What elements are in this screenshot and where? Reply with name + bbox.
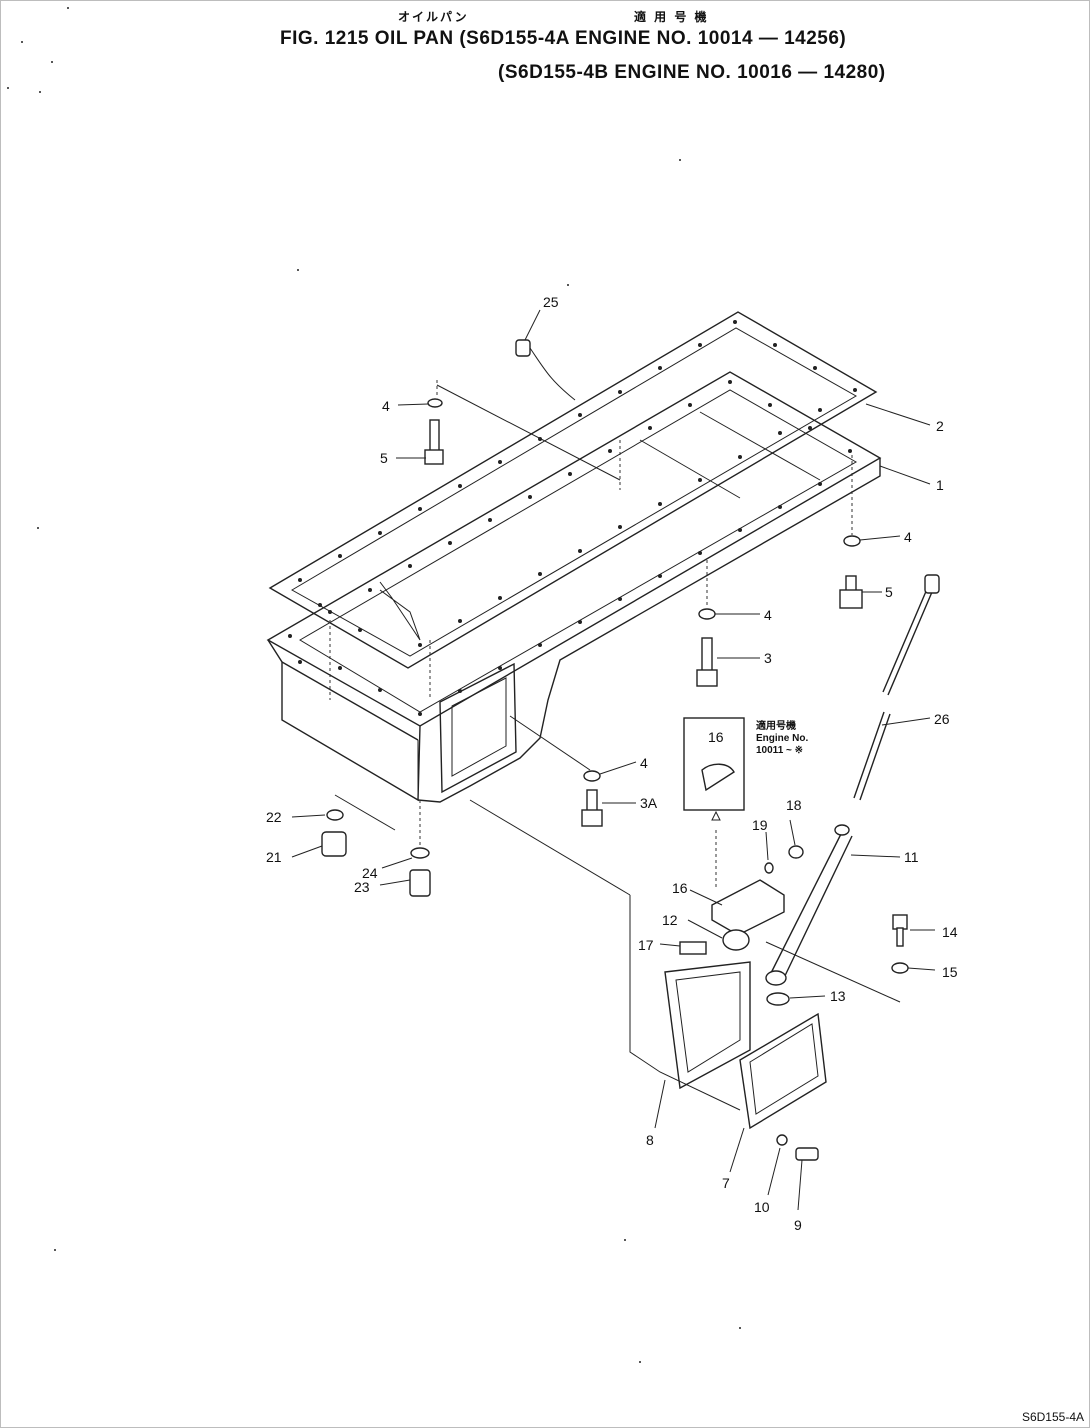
callout-24: 24 [362, 865, 378, 881]
inset-note-line1: 適用号機 [756, 719, 796, 732]
callout-4-right: 4 [904, 529, 912, 545]
callout-12: 12 [662, 912, 678, 928]
callout-5-right: 5 [885, 584, 893, 600]
callout-16-inset: 16 [708, 729, 724, 745]
dipstick-and-suction-pipe [765, 574, 940, 986]
callout-9: 9 [794, 1217, 802, 1233]
callout-16: 16 [672, 880, 688, 896]
scan-specks [7, 7, 741, 1363]
callout-1: 1 [936, 477, 944, 493]
callout-2: 2 [936, 418, 944, 434]
callout-7: 7 [722, 1175, 730, 1191]
callout-22: 22 [266, 809, 282, 825]
callout-13: 13 [830, 988, 846, 1004]
fasteners [321, 339, 863, 897]
callout-4-lower: 4 [640, 755, 648, 771]
callout-8: 8 [646, 1132, 654, 1148]
bracket-clamp-group [679, 717, 909, 1006]
callout-5-top: 5 [380, 450, 388, 466]
callout-23: 23 [354, 879, 370, 895]
callout-11: 11 [904, 849, 919, 865]
callout-3A: 3A [640, 795, 658, 811]
callout-26: 26 [934, 711, 950, 727]
header-title-line2: (S6D155-4B ENGINE NO. 10016 — 14280) [498, 62, 886, 83]
callout-10: 10 [754, 1199, 770, 1215]
callout-4-mid: 4 [764, 607, 772, 623]
corner-model-code: S6D155-4A [1021, 1410, 1084, 1424]
callout-15: 15 [942, 964, 958, 980]
callout-4-top: 4 [382, 398, 390, 414]
header-jp-name: オイルパン [398, 10, 469, 24]
callout-3: 3 [764, 650, 772, 666]
header-jp-applicable: 適 用 号 機 [634, 10, 709, 24]
header-title-line1: FIG. 1215 OIL PAN (S6D155-4A ENGINE NO. … [280, 28, 847, 49]
leader-lines [291, 309, 936, 1211]
callout-17: 17 [638, 937, 654, 953]
cover-and-gasket [469, 799, 827, 1161]
inset-note-line3: 10011 ~ ※ [756, 745, 803, 756]
inset-note-line2: Engine No. [756, 733, 808, 744]
inset-applicability-note: 適用号機 Engine No. 10011 ~ ※ [756, 719, 808, 756]
callout-25: 25 [543, 294, 559, 310]
callout-18: 18 [786, 797, 802, 813]
callout-14: 14 [942, 924, 958, 940]
callout-labels: 25 2 4 5 1 4 5 4 3 26 16 4 3A 22 21 24 2… [266, 294, 958, 1233]
oil-pan-body [266, 371, 882, 803]
oil-pan-gasket [268, 311, 878, 669]
callout-19: 19 [752, 817, 768, 833]
callout-21: 21 [266, 849, 282, 865]
